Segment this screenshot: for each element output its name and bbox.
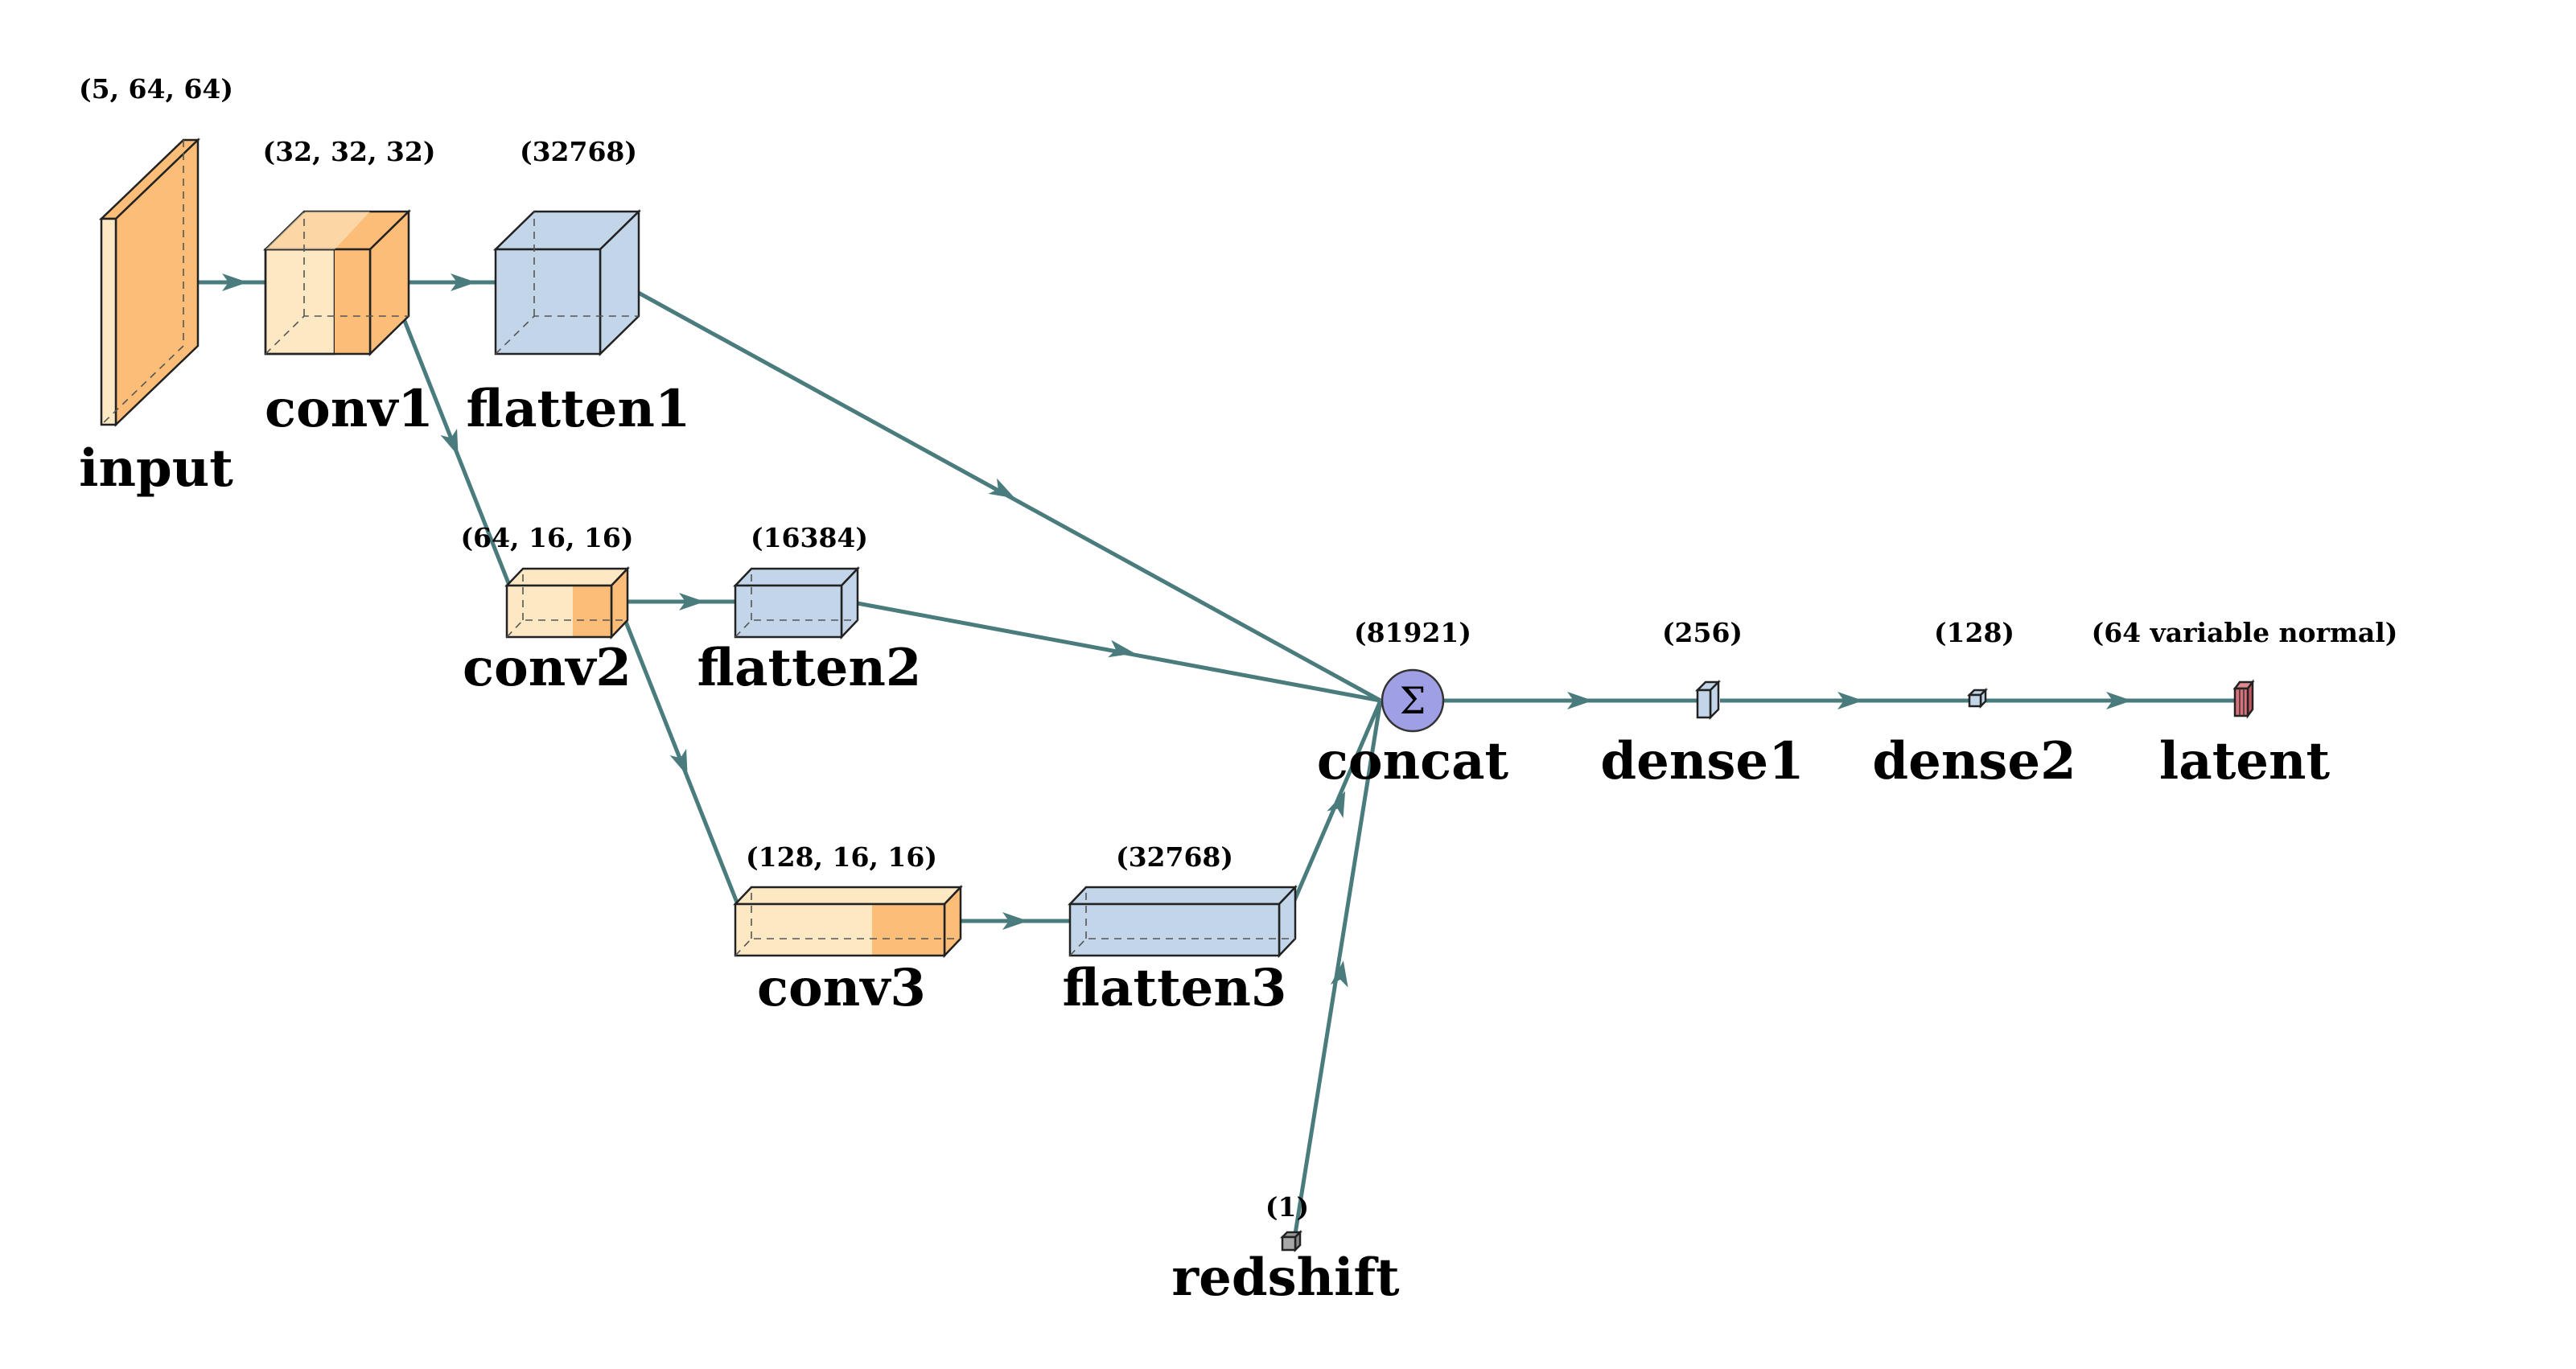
- arrowhead: [1327, 791, 1346, 819]
- block-redshift: [1279, 1229, 1303, 1253]
- flatten3-shape-label: (32768): [1116, 841, 1233, 873]
- arrowhead: [2106, 692, 2132, 709]
- arrowhead: [1330, 960, 1348, 988]
- flatten1-name-label: flatten1: [467, 379, 691, 439]
- block-conv1: [262, 209, 412, 356]
- arrowhead: [222, 273, 248, 291]
- conv2-name-label: conv2: [463, 638, 632, 698]
- block-dense1: [1694, 679, 1722, 721]
- block-flatten2: [733, 565, 860, 640]
- block-flatten1: [492, 209, 642, 356]
- conv3-shape-label: (128, 16, 16): [746, 841, 937, 873]
- dense2-name-label: dense2: [1872, 731, 2076, 791]
- concat-name-label: concat: [1317, 731, 1509, 791]
- flatten2-name-label: flatten2: [697, 638, 922, 698]
- block-input: [98, 138, 201, 427]
- arrowheads: [222, 273, 2132, 988]
- conv1-shape-label: (32, 32, 32): [263, 136, 436, 167]
- arrowhead: [1002, 912, 1028, 930]
- edge-conv1-conv2: [387, 282, 514, 592]
- dense2-shape-label: (128): [1934, 617, 2014, 648]
- input-name-label: input: [79, 438, 233, 499]
- arrowhead: [451, 273, 476, 291]
- concat-shape-label: (81921): [1354, 617, 1471, 648]
- layer-names: input conv1 flatten1 conv2 flatten2 conv…: [79, 379, 2330, 1308]
- shape-labels: (5, 64, 64) (32, 32, 32) (32768) (64, 16…: [79, 73, 2397, 1223]
- dense1-shape-label: (256): [1662, 617, 1743, 648]
- block-conv3: [733, 884, 963, 959]
- block-dense2: [1966, 687, 1989, 709]
- redshift-shape-label: (1): [1265, 1191, 1309, 1223]
- latent-shape-label: (64 variable normal): [2092, 617, 2398, 648]
- concat-circle: [1381, 668, 1445, 733]
- conv1-name-label: conv1: [265, 379, 434, 439]
- conv2-shape-label: (64, 16, 16): [461, 522, 634, 553]
- block-conv2: [504, 565, 630, 640]
- arrowhead: [988, 478, 1015, 499]
- arrowhead: [669, 748, 688, 776]
- block-flatten3: [1068, 884, 1298, 959]
- conv3-name-label: conv3: [757, 958, 926, 1018]
- input-shape-label: (5, 64, 64): [79, 73, 233, 105]
- dense1-name-label: dense1: [1600, 731, 1804, 791]
- edge-redshift-concat: [1293, 700, 1383, 1235]
- block-concat: Σ: [1381, 668, 1445, 733]
- flatten3-name-label: flatten3: [1063, 958, 1287, 1018]
- flatten2-shape-label: (16384): [751, 522, 868, 553]
- flatten1-shape-label: (32768): [520, 136, 637, 167]
- arrowhead: [1108, 639, 1135, 658]
- concat-symbol: Σ: [1400, 679, 1426, 722]
- arrowhead: [1837, 692, 1863, 709]
- arrowhead: [1567, 692, 1593, 709]
- latent-name-label: latent: [2159, 731, 2331, 791]
- edge-flatten3-concat: [1283, 700, 1383, 922]
- arrowhead: [440, 428, 459, 456]
- redshift-name-label: redshift: [1171, 1248, 1400, 1308]
- edge-conv2-conv3: [615, 601, 743, 911]
- block-latent: [2232, 679, 2255, 719]
- arrowhead: [679, 593, 705, 610]
